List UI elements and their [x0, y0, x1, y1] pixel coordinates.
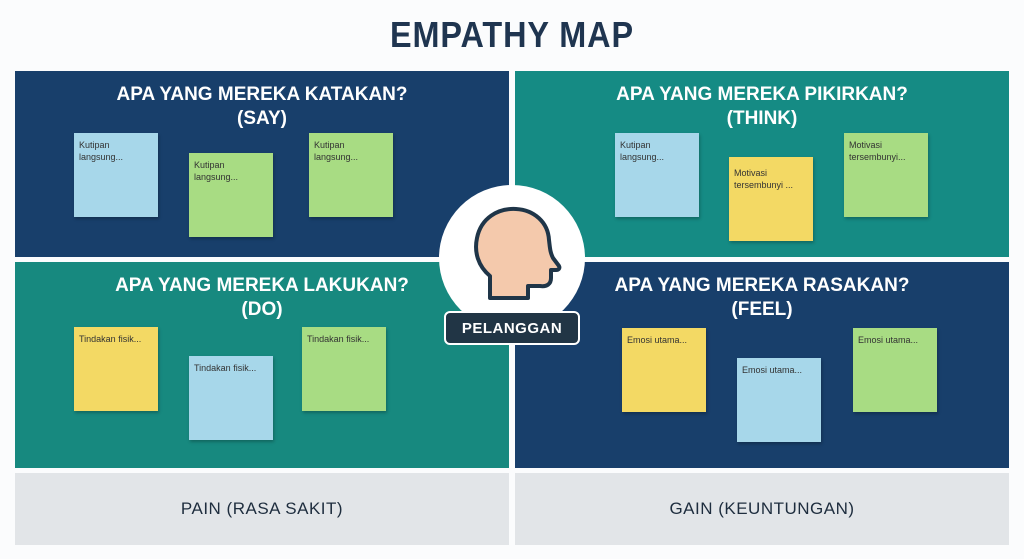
sticky-note[interactable]: Kutipan langsung... — [189, 153, 273, 237]
sticky-note[interactable]: Tindakan fisik... — [189, 356, 273, 440]
sticky-note[interactable]: Tindakan fisik... — [74, 327, 158, 411]
quadrant-title: APA YANG MEREKA RASAKAN? — [614, 275, 910, 296]
page-title: EMPATHY MAP — [390, 14, 634, 55]
quadrant-title: APA YANG MEREKA LAKUKAN? — [115, 275, 409, 296]
gain-section: GAIN (KEUNTUNGAN) — [515, 473, 1009, 545]
quadrant-think: APA YANG MEREKA PIKIRKAN? (THINK) Kutipa… — [515, 71, 1009, 257]
quadrant-title: APA YANG MEREKA PIKIRKAN? — [616, 84, 908, 105]
quadrant-subtitle: (FEEL) — [731, 299, 793, 320]
quadrant-header: APA YANG MEREKA KATAKAN? (SAY) — [15, 83, 509, 131]
quadrant-header: APA YANG MEREKA RASAKAN? (FEEL) — [515, 274, 1009, 322]
quadrant-title: APA YANG MEREKA KATAKAN? — [116, 84, 408, 105]
sticky-note[interactable]: Emosi utama... — [853, 328, 937, 412]
quadrant-feel: APA YANG MEREKA RASAKAN? (FEEL) Emosi ut… — [515, 262, 1009, 468]
quadrant-say: APA YANG MEREKA KATAKAN? (SAY) Kutipan l… — [15, 71, 509, 257]
sticky-note[interactable]: Motivasi tersembunyi... — [844, 133, 928, 217]
quadrant-subtitle: (SAY) — [237, 108, 287, 129]
sticky-note[interactable]: Kutipan langsung... — [615, 133, 699, 217]
head-profile-icon — [474, 206, 562, 300]
pain-section: PAIN (RASA SAKIT) — [15, 473, 509, 545]
customer-label: PELANGGAN — [444, 311, 580, 345]
quadrant-subtitle: (DO) — [241, 299, 283, 320]
sticky-note[interactable]: Emosi utama... — [737, 358, 821, 442]
quadrant-do: APA YANG MEREKA LAKUKAN? (DO) Tindakan f… — [15, 262, 509, 468]
quadrant-subtitle: (THINK) — [726, 108, 798, 129]
quadrant-header: APA YANG MEREKA LAKUKAN? (DO) — [15, 274, 509, 322]
sticky-note[interactable]: Tindakan fisik... — [302, 327, 386, 411]
sticky-note[interactable]: Motivasi tersembunyi ... — [729, 157, 813, 241]
sticky-note[interactable]: Kutipan langsung... — [74, 133, 158, 217]
quadrant-header: APA YANG MEREKA PIKIRKAN? (THINK) — [515, 83, 1009, 131]
sticky-note[interactable]: Kutipan langsung... — [309, 133, 393, 217]
sticky-note[interactable]: Emosi utama... — [622, 328, 706, 412]
